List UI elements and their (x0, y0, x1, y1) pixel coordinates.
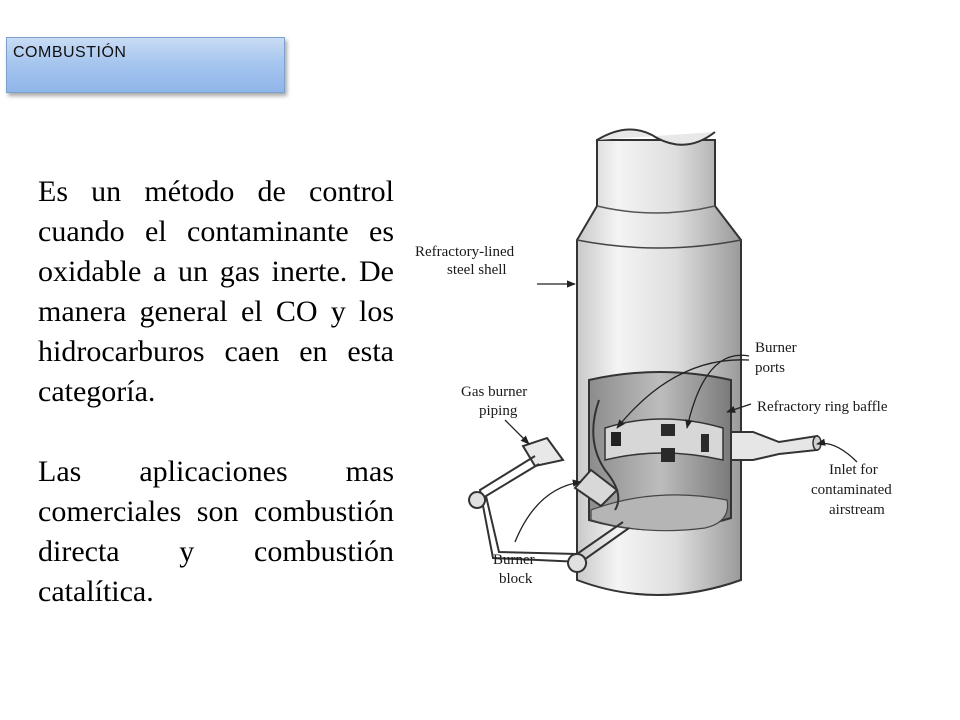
label-ports-line1: Burner (755, 340, 797, 356)
combustion-chamber-cutaway (588, 371, 732, 532)
label-block-line1: Burner (493, 552, 535, 568)
label-shell-line2: steel shell (447, 262, 507, 278)
slide-title: COMBUSTIÓN (13, 44, 127, 61)
label-shell-line1: Refractory-lined (415, 244, 515, 260)
label-ports-line2: ports (755, 360, 785, 376)
label-block-line2: block (499, 571, 533, 587)
slide-title-box: COMBUSTIÓN (6, 37, 285, 93)
paragraph-applications: Las aplicaciones mas comerciales son com… (38, 455, 394, 608)
label-inlet-line1: Inlet for (829, 462, 878, 478)
incinerator-diagram: Refractory-lined steel shell Burner port… (415, 128, 892, 596)
label-baffle: Refractory ring baffle (757, 399, 888, 415)
label-inlet-line2: contaminated (811, 482, 892, 498)
inlet-duct (730, 431, 822, 461)
label-piping-line1: Gas burner (461, 384, 527, 400)
label-inlet-line3: airstream (829, 502, 885, 518)
slide-body: Es un método de control cuando el contam… (38, 172, 394, 612)
paragraph-definition: Es un método de control cuando el contam… (38, 175, 394, 408)
label-piping-line2: piping (479, 403, 518, 419)
